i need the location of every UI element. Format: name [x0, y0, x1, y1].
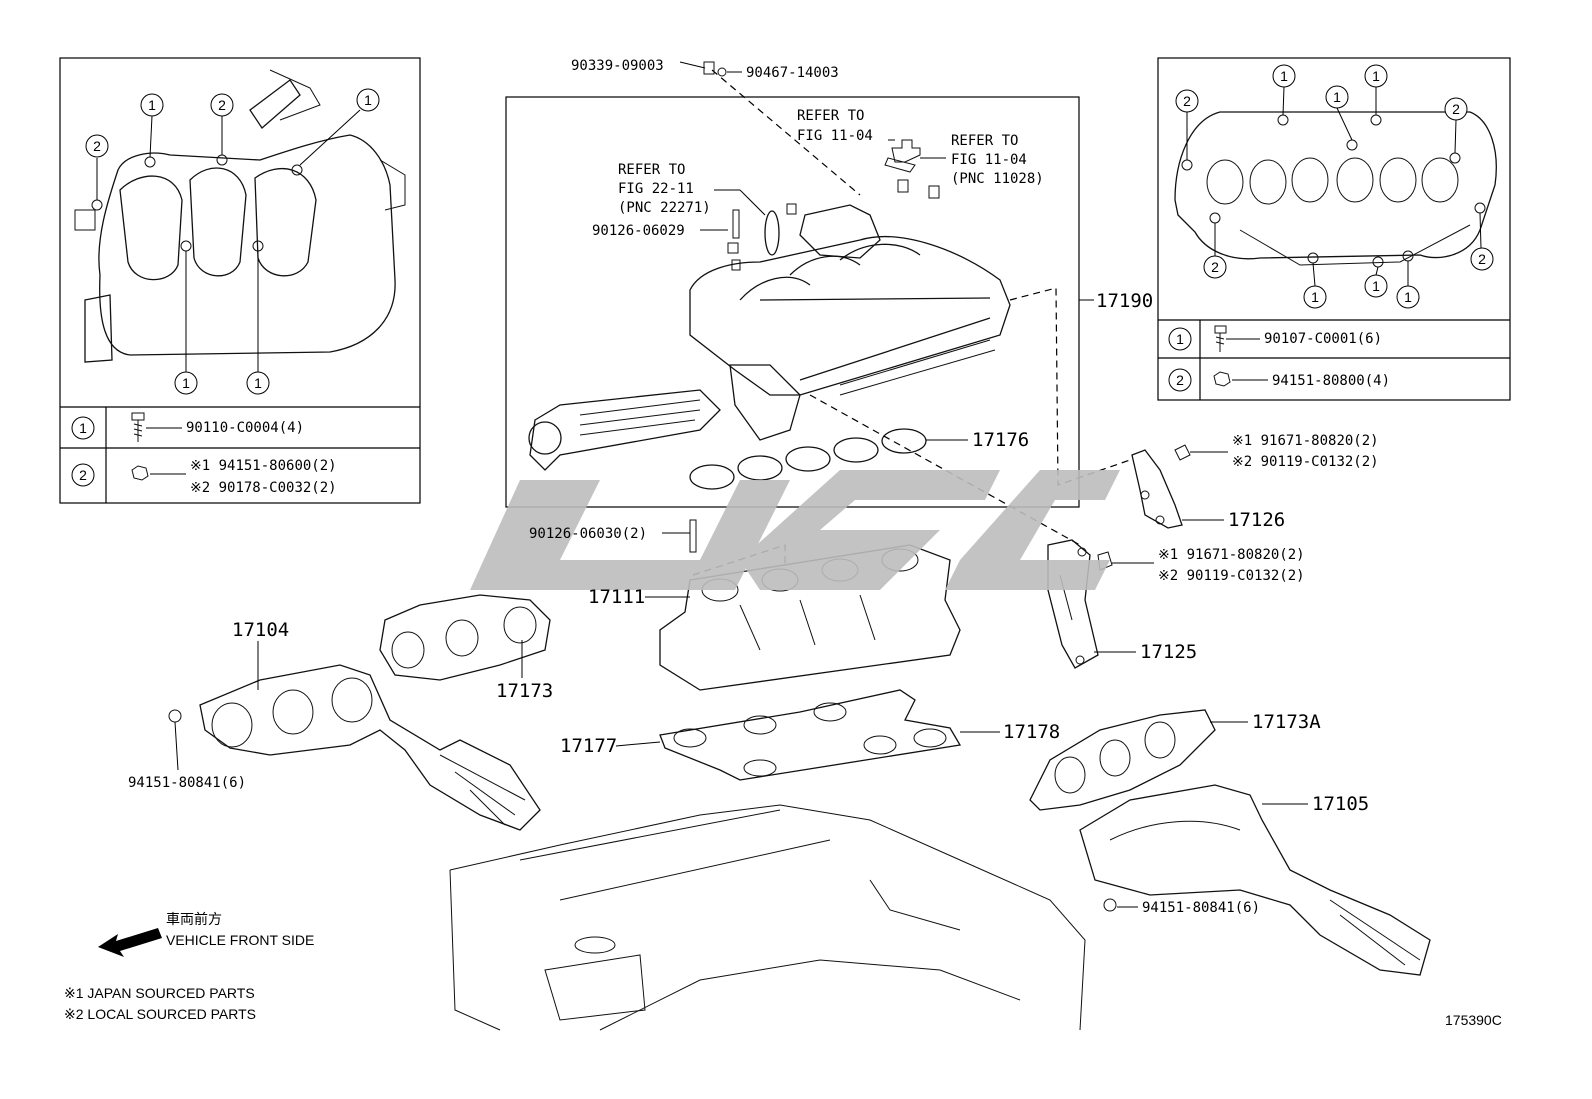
fastener-1-part: 90107-C0001(6) — [1264, 331, 1382, 347]
label-17105: 17105 — [1312, 793, 1369, 815]
engine-block-sketch — [449, 804, 1086, 1031]
label-refer-to-3: REFER TO — [618, 162, 685, 178]
label-fig-11-04-b: FIG 11-04 — [951, 152, 1027, 168]
marker-1: 1 — [364, 92, 372, 108]
label-90126-06029: 90126-06029 — [592, 223, 685, 239]
table-key-1: 1 — [1176, 331, 1184, 347]
label-pnc-22271: (PNC 22271) — [618, 200, 711, 216]
label-17104: 17104 — [232, 619, 289, 641]
fastener-2-part: 94151-80800(4) — [1272, 373, 1390, 389]
marker-1: 1 — [1372, 68, 1380, 84]
note-local-sourced: ※2 LOCAL SOURCED PARTS — [64, 1006, 256, 1022]
label-17190: 17190 — [1096, 290, 1153, 312]
fastener-2-part-local: ※2 90178-C0032(2) — [190, 480, 337, 496]
marker-2: 2 — [1183, 93, 1191, 109]
label-17173A: 17173A — [1252, 711, 1321, 733]
front-arrow-icon — [98, 928, 162, 957]
marker-1: 1 — [1372, 278, 1380, 294]
exhaust-manifold-17104 — [168, 664, 541, 831]
label-94151-80841-right: 94151-80841(6) — [1142, 900, 1260, 916]
right-inset: 2 1 1 1 2 2 1 1 1 2 1 2 90107-C0001(6) 9… — [1157, 57, 1511, 401]
marker-1: 1 — [1311, 289, 1319, 305]
label-90339-09003: 90339-09003 — [571, 58, 664, 74]
marker-2: 2 — [93, 138, 101, 154]
marker-2: 2 — [1211, 259, 1219, 275]
marker-1: 1 — [1333, 89, 1341, 105]
marker-1: 1 — [1280, 68, 1288, 84]
label-17111: 17111 — [588, 586, 645, 608]
label-fig-22-11: FIG 22-11 — [618, 181, 694, 197]
marker-2: 2 — [1478, 251, 1486, 267]
label-17126: 17126 — [1228, 509, 1285, 531]
left-inset: 2 1 2 1 1 1 1 2 90110-C0004(4) ※1 94151-… — [59, 57, 421, 504]
marker-1: 1 — [148, 97, 156, 113]
nut-icon — [1213, 371, 1231, 387]
marker-1: 1 — [182, 375, 190, 391]
fastener-1-part: 90110-C0004(4) — [186, 420, 304, 436]
exhaust-manifold-17105 — [1079, 784, 1431, 976]
table-key-1: 1 — [79, 420, 87, 436]
bracket-17125 — [1047, 539, 1099, 669]
intake-manifold-assembly-box — [505, 96, 1080, 508]
label-pnc-11028: (PNC 11028) — [951, 171, 1044, 187]
label-90126-06030: 90126-06030(2) — [529, 526, 647, 542]
diagram-id: 175390C — [1445, 1012, 1502, 1028]
label-refer-to-1: REFER TO — [797, 108, 864, 124]
bracket-17126 — [1131, 449, 1183, 529]
front-side-jp: 車両前方 — [166, 911, 222, 927]
label-90467-14003: 90467-14003 — [746, 65, 839, 81]
label-17173: 17173 — [496, 680, 553, 702]
marker-2: 2 — [218, 97, 226, 113]
label-17126-bolt-jp: ※1 91671-80820(2) — [1232, 433, 1379, 449]
label-17177: 17177 — [560, 735, 617, 757]
front-side-en: VEHICLE FRONT SIDE — [166, 932, 314, 948]
watermark-logo — [470, 470, 1120, 590]
fastener-2-part-jp: ※1 94151-80600(2) — [190, 458, 337, 474]
gasket-17173A — [1029, 709, 1216, 811]
table-key-2: 2 — [1176, 372, 1184, 388]
label-17176: 17176 — [972, 429, 1029, 451]
marker-2: 2 — [1452, 101, 1460, 117]
label-fig-11-04-a: FIG 11-04 — [797, 128, 873, 144]
label-refer-to-2: REFER TO — [951, 133, 1018, 149]
label-17125-bolt-jp: ※1 91671-80820(2) — [1158, 547, 1305, 563]
note-japan-sourced: ※1 JAPAN SOURCED PARTS — [64, 985, 255, 1001]
intake-plenum-sketch — [74, 69, 406, 363]
gasket-17177-17178 — [659, 689, 962, 781]
label-94151-80841-left: 94151-80841(6) — [128, 775, 246, 791]
bolt-icon — [1214, 325, 1227, 352]
marker-1: 1 — [1404, 289, 1412, 305]
bolt-icon — [131, 412, 145, 442]
nut-icon — [131, 465, 149, 481]
label-17125-bolt-local: ※2 90119-C0132(2) — [1158, 568, 1305, 584]
marker-1: 1 — [254, 375, 262, 391]
table-key-2: 2 — [79, 467, 87, 483]
label-17125: 17125 — [1140, 641, 1197, 663]
o-ring-gaskets-17176 — [689, 428, 927, 490]
label-17178: 17178 — [1003, 721, 1060, 743]
gasket-flange-sketch — [1174, 111, 1497, 268]
label-17126-bolt-local: ※2 90119-C0132(2) — [1232, 454, 1379, 470]
gasket-17173 — [379, 594, 551, 681]
